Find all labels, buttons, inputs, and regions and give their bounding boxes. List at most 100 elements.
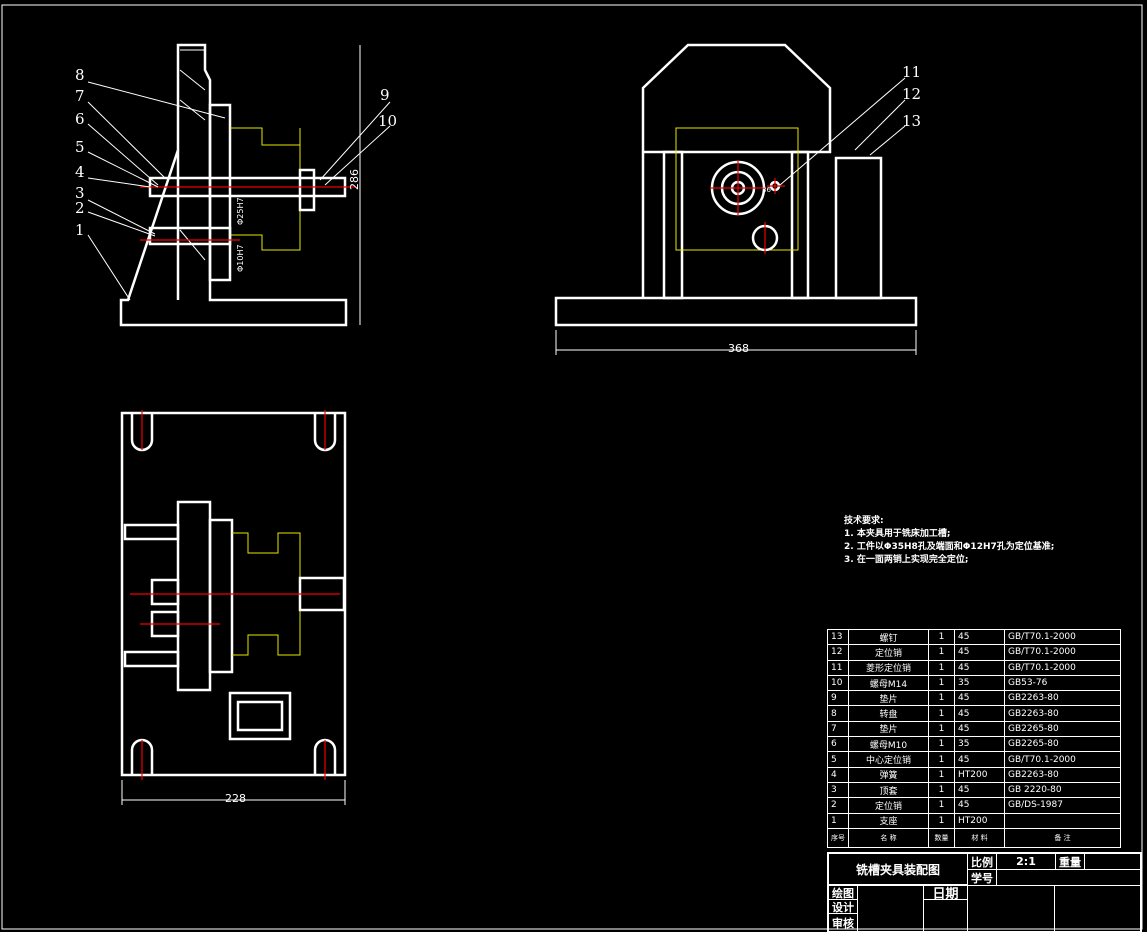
bom-cell: 1 — [928, 690, 955, 707]
bom-header-cell: 序号 — [827, 827, 849, 848]
bom-cell: 1 — [928, 781, 955, 799]
requirements-title: 技术要求: — [844, 516, 884, 526]
bom-cell: 45 — [954, 644, 1005, 661]
bom-cell: 45 — [954, 781, 1005, 799]
bom-cell: 垫片 — [848, 690, 929, 707]
balloon-11: 11 — [902, 63, 921, 81]
bom-cell: 1 — [928, 659, 955, 676]
bom-cell: GB/DS-1987 — [1004, 797, 1121, 814]
bom-cell — [1004, 812, 1121, 829]
bom-cell: 4 — [827, 766, 849, 783]
bom-cell: 1 — [928, 628, 955, 646]
bom-cell: GB/T70.1-2000 — [1004, 628, 1121, 646]
bom-cell: 1 — [928, 812, 955, 829]
bom-cell: 螺钉 — [848, 628, 929, 646]
dim-bore1: Φ25H7 — [236, 197, 245, 225]
bom-cell: 弹簧 — [848, 766, 929, 783]
bom-cell: 支座 — [848, 812, 929, 829]
date-cell — [923, 899, 968, 932]
balloon-7: 7 — [75, 87, 85, 105]
bom-cell: GB/T70.1-2000 — [1004, 644, 1121, 661]
bom-cell: 中心定位销 — [848, 751, 929, 768]
student-id-value — [996, 869, 1141, 886]
balloon-5: 5 — [75, 138, 85, 156]
balloon-13: 13 — [902, 112, 921, 130]
bom-cell: HT200 — [954, 766, 1005, 783]
bom-header-cell: 名 称 — [848, 827, 929, 848]
blank-cell — [1054, 885, 1141, 932]
bom-cell: 12 — [827, 644, 849, 661]
bom-cell: GB2265-80 — [1004, 736, 1121, 753]
balloon-3: 3 — [75, 184, 85, 202]
bom-cell: 1 — [928, 720, 955, 738]
bom-cell: 垫片 — [848, 720, 929, 738]
blank-cell — [967, 885, 1055, 932]
bom-header: 序号名 称数量材 料备 注 — [827, 827, 1121, 848]
names-cell — [857, 885, 924, 932]
balloon-10: 10 — [378, 112, 397, 130]
bom-cell: 1 — [928, 644, 955, 661]
bom-header-cell: 数量 — [928, 827, 955, 848]
bom-cell: 35 — [954, 674, 1005, 692]
bom-cell: 定位销 — [848, 797, 929, 814]
side-view: 286 Φ25H7 Φ10H7 8 7 6 5 4 3 2 1 9 10 — [75, 43, 397, 327]
title-block: 铣槽夹具装配图 比例 2:1 重量 学号 绘图 设计 审核 日期 — [827, 852, 1142, 932]
bom-cell: 定位销 — [848, 644, 929, 661]
bom-cell: 45 — [954, 659, 1005, 676]
bom-cell: 5 — [827, 751, 849, 768]
bom-cell: GB 2220-80 — [1004, 781, 1121, 799]
weight-value — [1084, 853, 1141, 870]
bom-cell: 1 — [827, 812, 849, 829]
bom-cell: HT200 — [954, 812, 1005, 829]
date-label: 日期 — [923, 885, 968, 902]
balloon-8: 8 — [75, 66, 85, 84]
technical-requirements: 技术要求: 1. 本夹具用于铣床加工槽; 2. 工件以Φ35H8孔及端面和Φ12… — [844, 515, 1054, 567]
bom-cell: 1 — [928, 705, 955, 722]
bom-cell: 11 — [827, 659, 849, 676]
bom-cell: 45 — [954, 628, 1005, 646]
bom-cell: GB2265-80 — [1004, 720, 1121, 738]
bom-cell: 45 — [954, 797, 1005, 814]
bom-cell: 3 — [827, 781, 849, 799]
bom-cell: 45 — [954, 720, 1005, 738]
bom-cell: 9 — [827, 690, 849, 707]
bom-cell: 螺母M10 — [848, 736, 929, 753]
weight-label: 重量 — [1055, 853, 1085, 870]
student-id-label: 学号 — [967, 869, 997, 886]
bom-cell: GB/T70.1-2000 — [1004, 659, 1121, 676]
bom-cell: 2 — [827, 797, 849, 814]
balloon-6: 6 — [75, 110, 85, 128]
bom-cell: 8 — [827, 705, 849, 722]
requirement-item: 1. 本夹具用于铣床加工槽; — [844, 529, 951, 539]
balloon-12: 12 — [902, 85, 921, 103]
bom-cell: 1 — [928, 766, 955, 783]
bom-cell: 6 — [827, 736, 849, 753]
bom-cell: 1 — [928, 797, 955, 814]
bom-cell: 1 — [928, 751, 955, 768]
drawing-border — [1, 4, 1143, 930]
design-label: 设计 — [828, 899, 858, 914]
bom-header-cell: 材 料 — [954, 827, 1005, 848]
drawing-title: 铣槽夹具装配图 — [828, 853, 968, 885]
bom-cell: 1 — [928, 736, 955, 753]
bom-header-cell: 备 注 — [1004, 827, 1121, 848]
balloon-1: 1 — [75, 221, 85, 239]
bom-cell: 7 — [827, 720, 849, 738]
top-view: 228 — [120, 410, 347, 805]
dim-36: 36 — [762, 186, 771, 194]
scale-label: 比例 — [967, 853, 997, 870]
bom-cell: 13 — [827, 628, 849, 646]
bom-cell: GB53-76 — [1004, 674, 1121, 692]
bom-cell: 1 — [928, 674, 955, 692]
bom-cell: 35 — [954, 736, 1005, 753]
bom-cell: 螺母M14 — [848, 674, 929, 692]
